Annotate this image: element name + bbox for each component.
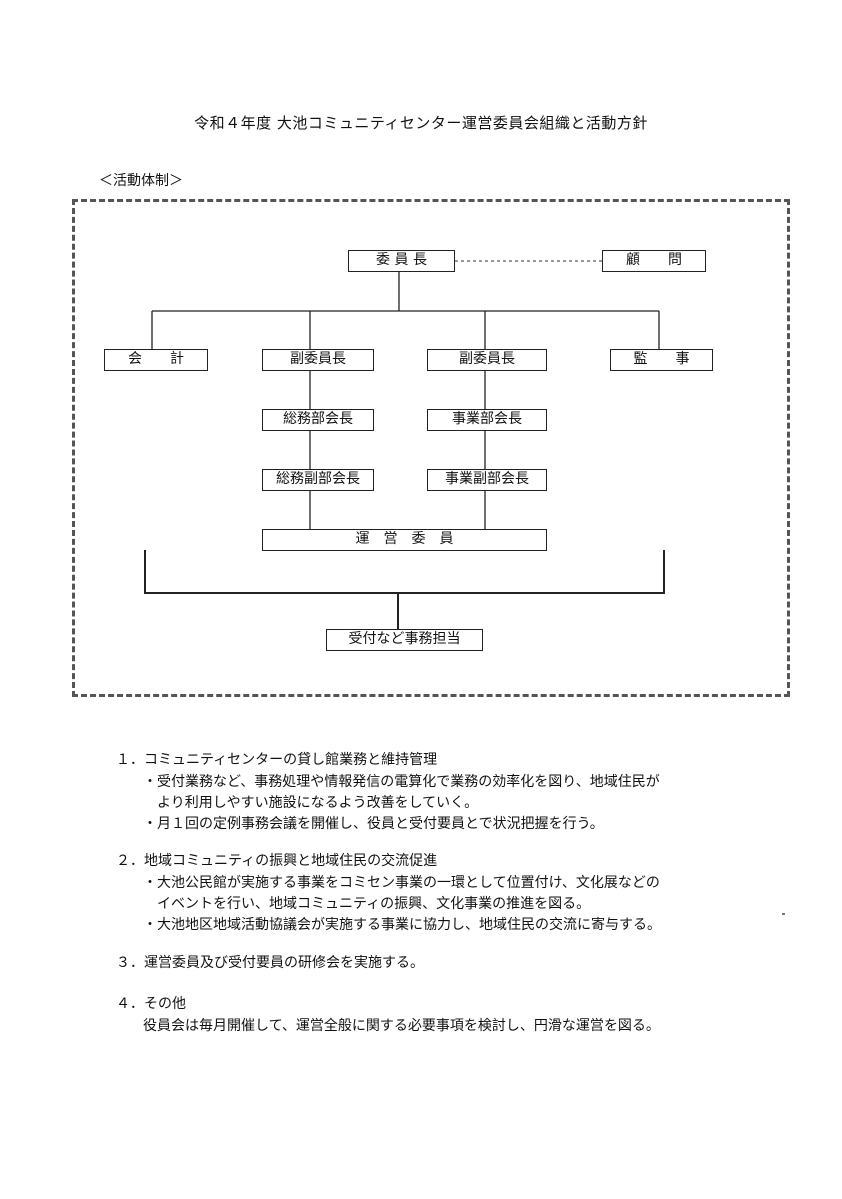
policy-heading: ２．地域コミュニティの振興と地域住民の交流促進 bbox=[116, 853, 438, 869]
section-label: ＜活動体制＞ bbox=[99, 173, 183, 189]
box-steering-members: 運 営 委 員 bbox=[262, 529, 547, 551]
connector-bracket bbox=[144, 550, 665, 594]
policy-heading: ３．運営委員及び受付要員の研修会を実施する。 bbox=[116, 955, 424, 971]
box-vice-chair-left: 副委員長 bbox=[262, 349, 374, 371]
policy-heading: ４．その他 bbox=[116, 996, 186, 1012]
box-accountant: 会 計 bbox=[104, 349, 208, 371]
policy-line: ・大池地区地域活動協議会が実施する事業に協力し、地域住民の交流に寄与する。 bbox=[143, 917, 661, 933]
page-title: 令和４年度 大池コミュニティセンター運営委員会組織と活動方針 bbox=[194, 114, 648, 132]
scan-speck bbox=[782, 913, 785, 915]
box-auditor: 監 事 bbox=[610, 349, 713, 371]
policy-heading: １．コミュニティセンターの貸し館業務と維持管理 bbox=[116, 752, 438, 768]
box-advisor: 顧 問 bbox=[602, 250, 706, 272]
box-operations-deputy: 事業副部会長 bbox=[427, 469, 547, 491]
box-general-affairs-deputy: 総務副部会長 bbox=[262, 469, 374, 491]
box-general-affairs-head: 総務部会長 bbox=[262, 409, 374, 431]
box-operations-head: 事業部会長 bbox=[427, 409, 547, 431]
box-reception-staff: 受付など事務担当 bbox=[326, 629, 483, 651]
policy-line: より利用しやすい施設になるよう改善をしていく。 bbox=[143, 795, 479, 811]
policy-line: ・受付業務など、事務処理や情報発信の電算化で業務の効率化を図り、地域住民が bbox=[143, 774, 660, 790]
org-chart-frame bbox=[72, 199, 790, 697]
policy-line: ・大池公民館が実施する事業をコミセン事業の一環として位置付け、文化展などの bbox=[143, 875, 660, 891]
policy-line: 役員会は毎月開催して、運営全般に関する必要事項を検討し、円滑な運営を図る。 bbox=[143, 1018, 660, 1034]
policy-line: イベントを行い、地域コミュニティの振興、文化事業の推進を図る。 bbox=[143, 896, 591, 912]
policy-line: ・月１回の定例事務会議を開催し、役員と受付要員とで状況把握を行う。 bbox=[143, 816, 604, 832]
box-chairman: 委 員 長 bbox=[348, 250, 455, 272]
box-vice-chair-right: 副委員長 bbox=[427, 349, 547, 371]
